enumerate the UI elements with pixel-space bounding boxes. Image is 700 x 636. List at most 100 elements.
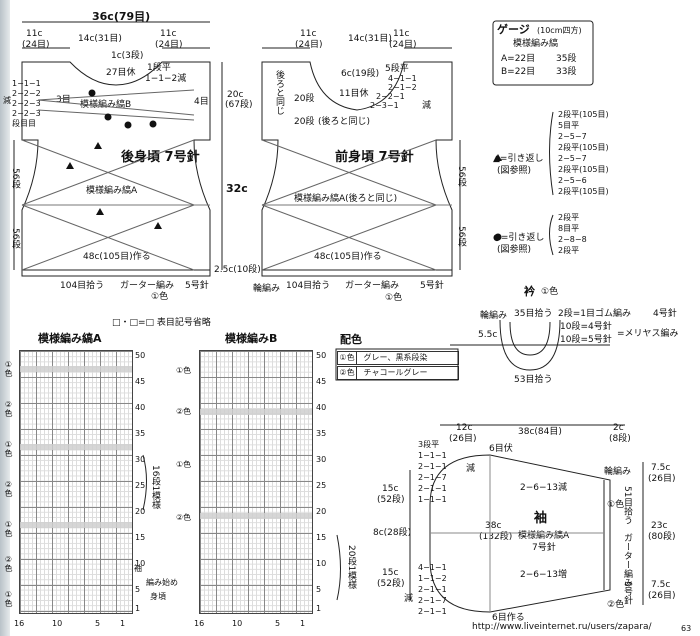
- front-dec-a: 4−1−1: [388, 74, 417, 83]
- circle-marker: [88, 89, 96, 97]
- tri-step-7: 2段平(105目): [558, 187, 609, 196]
- triangle-marker: [154, 222, 162, 229]
- sleeve-right-top: 7.5c: [651, 463, 671, 473]
- page-binding-edge: [0, 0, 10, 636]
- gauge-box: ゲージ (10cm四方) 模様編み縞 A=22目 35段 B=22目 33段: [493, 21, 593, 85]
- chart-a-row-tick: 45: [135, 377, 146, 386]
- sleeve-dec-label: 2−6−13減: [520, 483, 567, 493]
- chart-a-grid: [19, 350, 133, 614]
- sleeve-right-top-rows: (26目): [648, 474, 676, 484]
- chart-a-row-tick: 30: [135, 455, 146, 464]
- back-height-upper: 20c: [227, 90, 244, 100]
- sleeve-top-width: 12c: [456, 423, 473, 433]
- chart-b-row-tick: 20: [316, 507, 327, 516]
- back-pattern-b: 模様編み縞B: [80, 100, 132, 110]
- chart-b-row-tick: 40: [316, 403, 327, 412]
- collar-needle4: 4号針: [653, 309, 677, 319]
- chart-a-side-label: ②色: [4, 400, 13, 417]
- chart-b-row-tick: 5: [316, 585, 322, 594]
- chart-a-repeat: 16段1模様: [150, 465, 160, 510]
- sleeve-top-width-rows: (26目): [449, 434, 477, 444]
- back-outline: [21, 61, 211, 271]
- chart-b-side-label: ①色: [176, 460, 192, 469]
- color-ro-val: チャコールグレー: [363, 368, 428, 377]
- back-needle5: 5号針: [185, 281, 209, 291]
- front-color-i: ①色: [385, 293, 403, 303]
- color-row-ro: ②色 チャコールグレー: [337, 366, 459, 380]
- front-row20b: 20段: [294, 117, 315, 127]
- chart-a-col-tick: 10: [52, 619, 63, 628]
- back-neck: 14c(31目): [78, 34, 122, 44]
- chart-b-row-tick: 45: [316, 377, 327, 386]
- back-shoulder-l: 11c: [26, 29, 43, 39]
- sleeve-dec-step: 1−1−1: [418, 451, 447, 460]
- triangle-marker: [66, 162, 74, 169]
- sleeve-cuff-w: 2c: [613, 423, 624, 433]
- chart-a-side-label: ①色: [4, 590, 13, 607]
- chart-b-repeat: 20段1模様: [346, 545, 356, 590]
- chart-b-col-tick: 10: [232, 619, 243, 628]
- front-side-upper: 56段: [456, 166, 466, 187]
- chart-a-band: [20, 366, 132, 372]
- tri-step-6: 2−5−6: [558, 176, 587, 185]
- chart-a-row-tick: 10: [135, 559, 146, 568]
- back-row4: 4目: [194, 97, 209, 107]
- chart-a-band: [20, 444, 132, 450]
- front-shoulder-r-sts: (24目): [389, 40, 417, 50]
- sleeve-length: 38c(84目): [518, 427, 562, 437]
- chart-a-sleeve: 袖: [134, 564, 142, 573]
- back-pattern-a: 模様編み縞A: [86, 186, 138, 196]
- sleeve-inc-step: 1−1−2: [418, 574, 447, 583]
- front-rib: 輪編み: [253, 284, 281, 294]
- sleeve-right-mid: 23c: [651, 521, 668, 531]
- tri-step-0: 2段平(105目): [558, 110, 609, 119]
- sleeve-right-bottom-rows: (26目): [648, 591, 676, 601]
- sleeve-body-width: 38c: [485, 521, 502, 531]
- front-dec-d: 2−3−1: [370, 101, 399, 110]
- back-rest: 27目休: [106, 68, 136, 78]
- collar-title: 衿: [524, 285, 535, 298]
- back-height-upper-rows: (67段): [225, 100, 253, 110]
- sleeve-pattern: 模様編み縞A: [518, 531, 570, 541]
- back-pickup: 104目拾う: [60, 281, 105, 291]
- back-title: 後身頃 7号針: [121, 150, 200, 165]
- front-needle5: 5号針: [420, 281, 444, 291]
- chart-b-row-tick: 35: [316, 429, 327, 438]
- front-title: 前身頃 7号針: [335, 150, 414, 165]
- back-neck-center: 1c(3段): [111, 51, 144, 61]
- collar-width: 5.5c: [478, 330, 498, 340]
- collar-color: ①色: [541, 287, 559, 297]
- sleeve-needle: 7号針: [532, 543, 556, 553]
- front-garter: ガーター編み: [345, 281, 400, 291]
- circ-step-2: 2−8−8: [558, 235, 587, 244]
- chart-a-col-tick: 16: [14, 619, 25, 628]
- back-shoulder-r-sts: (24目): [155, 40, 183, 50]
- back-shoulder-step-4: 段目目: [12, 119, 36, 128]
- sleeve-right-bottom: 7.5c: [651, 580, 671, 590]
- sleeve-cuff-pickup: 51目拾う: [622, 486, 632, 525]
- front-neck-center: 6c(19段): [341, 69, 380, 79]
- back-shoulder-step-0: 1−1−1: [12, 79, 41, 88]
- circle-marker: [149, 120, 157, 128]
- gauge-pattern: 模様編み縞: [513, 39, 559, 49]
- circ-step-3: 2段平: [558, 246, 580, 255]
- color-ro-key: ②色: [338, 367, 357, 379]
- chart-b-band: [200, 513, 312, 519]
- color-i-val: グレー、黒系段染: [363, 353, 428, 362]
- circ-step-0: 2段平: [558, 213, 580, 222]
- front-pickup: 104目拾う: [286, 281, 331, 291]
- sleeve-right-mid-rows: (80段): [648, 532, 676, 542]
- back-reduce: 減: [3, 96, 11, 105]
- sleeve-dec-step: 2−1−1: [418, 484, 447, 493]
- front-pattern-a: 模様編み縞A(後ろと同じ): [294, 194, 398, 204]
- chart-a-row-tick: 35: [135, 429, 146, 438]
- sleeve-body-rows: (132段): [479, 532, 513, 542]
- front-side-lower: 56段: [456, 226, 466, 247]
- collar-pickup-top: 35目拾う: [514, 309, 553, 319]
- sleeve-left-upper-rows: (52段): [377, 495, 405, 505]
- tri-step-1: 5目平: [558, 121, 580, 130]
- sleeve-inc-step: 2−1−7: [418, 596, 447, 605]
- chart-a-side-label: ②色: [4, 480, 13, 497]
- tri-step-3: 2段平(105目): [558, 143, 609, 152]
